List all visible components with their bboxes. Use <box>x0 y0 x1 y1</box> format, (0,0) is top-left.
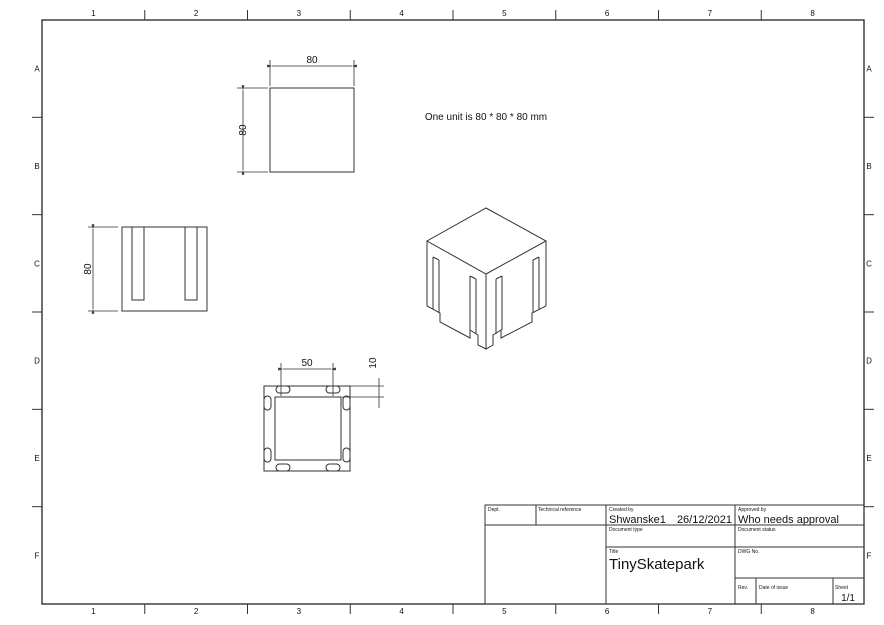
column-label-bottom: 8 <box>810 607 815 616</box>
created-date: 26/12/2021 <box>677 514 732 526</box>
column-label-top: 1 <box>91 9 96 18</box>
dim-front-height: 80 <box>83 263 94 275</box>
approved-by: Who needs approval <box>738 514 839 526</box>
tech-ref-label: Technical reference <box>538 507 582 513</box>
column-label-bottom: 1 <box>91 607 96 616</box>
created-by-label: Created by <box>609 507 634 513</box>
column-label-bottom: 7 <box>708 607 713 616</box>
dim-top-width: 80 <box>306 55 318 66</box>
column-label-top: 7 <box>708 9 713 18</box>
dim-top-height: 80 <box>238 124 249 136</box>
column-label-bottom: 3 <box>297 607 302 616</box>
row-label-right: A <box>866 65 872 74</box>
row-label-right: F <box>867 551 872 560</box>
column-label-top: 2 <box>194 9 199 18</box>
doc-status-label: Document status <box>738 527 776 533</box>
doc-type-label: Document type <box>609 527 643 533</box>
isometric-view <box>425 207 548 350</box>
sheet-label: Sheet <box>835 585 849 591</box>
row-label-right: C <box>866 259 872 268</box>
created-by: Shwanske1 <box>609 514 666 526</box>
bottom-view: 50 10 <box>263 357 384 472</box>
dwg-no-label: DWG No. <box>738 549 759 555</box>
drawing-title: TinySkatepark <box>609 556 705 573</box>
column-label-top: 6 <box>605 9 610 18</box>
row-label-left: F <box>35 551 40 560</box>
column-label-top: 5 <box>502 9 507 18</box>
sheet-number: 1/1 <box>841 593 855 604</box>
row-label-right: E <box>866 454 871 463</box>
column-label-bottom: 4 <box>399 607 404 616</box>
column-label-top: 4 <box>399 9 404 18</box>
dept-label: Dept. <box>488 507 500 513</box>
front-view: 80 <box>83 224 208 314</box>
column-label-top: 8 <box>810 9 815 18</box>
unit-note: One unit is 80 * 80 * 80 mm <box>425 112 547 123</box>
row-label-left: C <box>34 259 40 268</box>
date-of-issue-label: Date of issue <box>759 585 788 591</box>
column-label-bottom: 5 <box>502 607 507 616</box>
row-label-right: B <box>866 162 871 171</box>
dim-bottom-spacing: 50 <box>301 358 313 369</box>
row-label-left: B <box>34 162 39 171</box>
column-label-bottom: 6 <box>605 607 610 616</box>
approved-by-label: Approved by <box>738 507 767 513</box>
row-label-right: D <box>866 357 872 366</box>
row-label-left: A <box>34 65 40 74</box>
top-view: 80 80 <box>237 55 357 175</box>
column-label-bottom: 2 <box>194 607 199 616</box>
title-label: Title <box>609 549 618 555</box>
column-label-top: 3 <box>297 9 302 18</box>
row-label-left: D <box>34 357 40 366</box>
rev-label: Rev. <box>738 585 748 591</box>
row-label-left: E <box>34 454 39 463</box>
dim-bottom-offset: 10 <box>368 357 379 369</box>
title-block: Dept. Technical reference Created by Shw… <box>484 504 865 605</box>
